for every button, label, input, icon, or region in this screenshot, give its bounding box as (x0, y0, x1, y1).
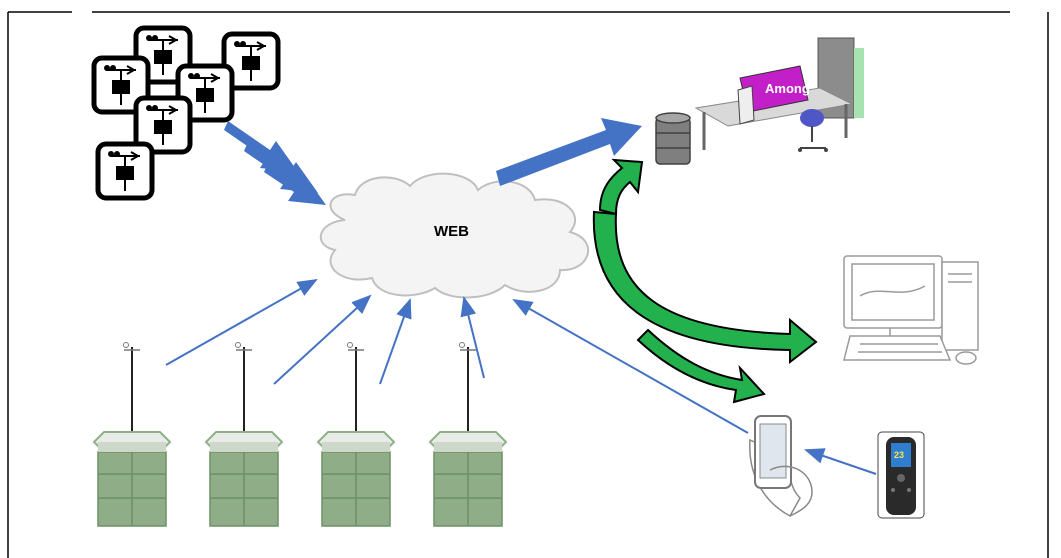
sensor-to-web-arrows (224, 121, 326, 205)
monitoring-station (205, 341, 283, 527)
database-icon (655, 112, 691, 165)
sensor-unit-label: °C (145, 121, 153, 129)
web-cloud: WEB (319, 172, 590, 299)
sensor-unit-label: °C (233, 57, 241, 65)
sensor-unit-label: °C (103, 81, 111, 89)
sensor-unit-label: °C (107, 167, 115, 175)
station-2-uplink-arrow (273, 294, 372, 385)
monitoring-stations (93, 341, 507, 527)
station-4-uplink-arrow (460, 296, 485, 379)
workstation-illustration: Among (694, 37, 864, 152)
smartphone-illustration (749, 415, 813, 518)
data-flow-arrows (165, 279, 877, 475)
phone-uplink-arrow (512, 299, 749, 434)
monitoring-station (93, 341, 171, 527)
sensor-unit-label: °C (187, 89, 195, 97)
monitoring-station (429, 341, 507, 527)
station-1-uplink-arrow (165, 279, 318, 366)
web-label: WEB (434, 223, 469, 240)
screen-text: Among (765, 81, 810, 96)
distribution-arrows (592, 158, 818, 404)
meter-to-phone-arrow (804, 448, 877, 475)
sensor-cluster: °C °C °C °C °C °C (94, 28, 278, 198)
meter-reading: 23 (894, 450, 904, 460)
monitoring-station (317, 341, 395, 527)
sensor-unit-label: °C (145, 51, 153, 59)
handheld-meter-illustration: 23 (877, 431, 925, 519)
desktop-computer-illustration (843, 255, 979, 365)
station-3-uplink-arrow (379, 298, 412, 385)
web-to-database-arrow (496, 118, 642, 186)
